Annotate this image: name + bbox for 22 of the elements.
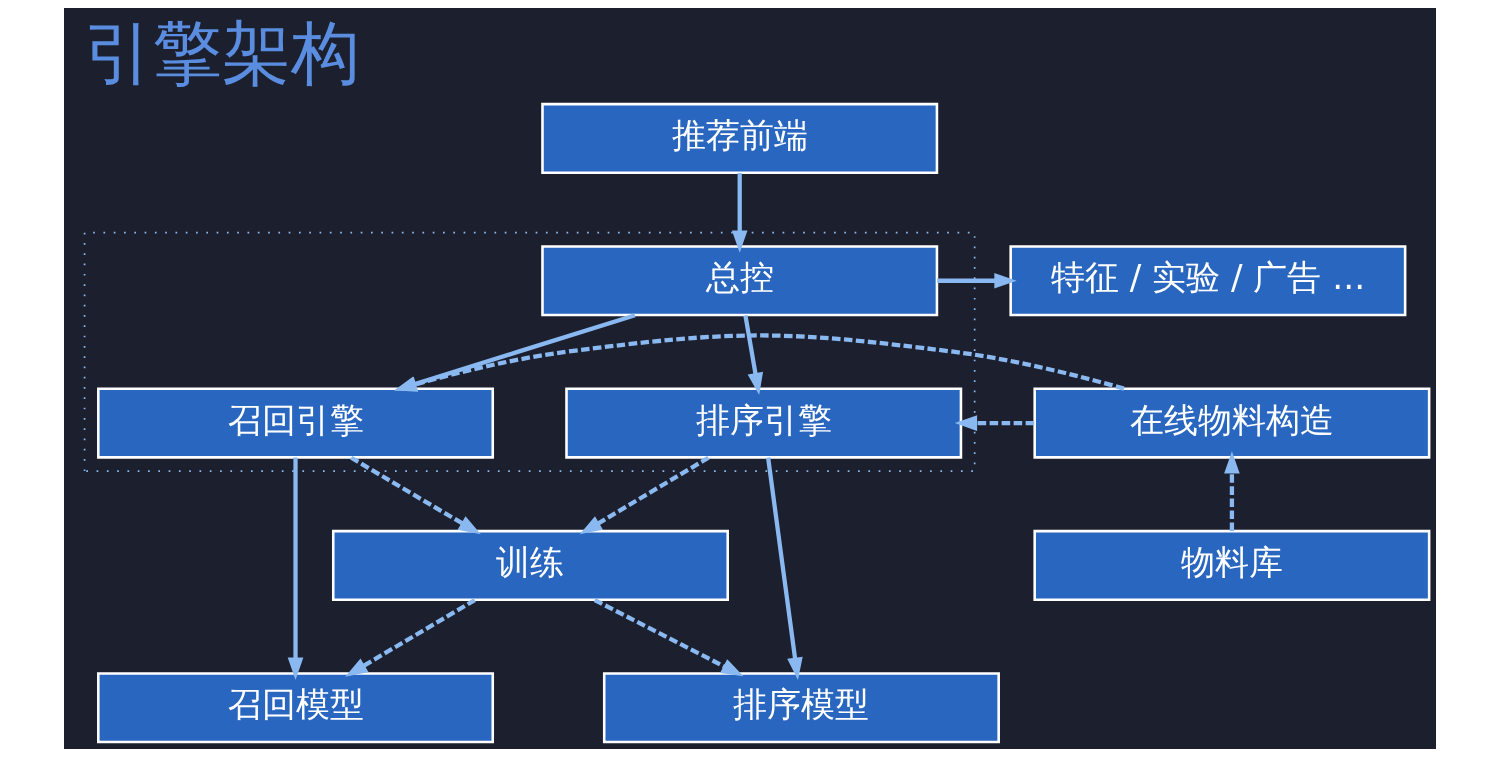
arrow — [1224, 451, 1240, 532]
arrow — [731, 173, 748, 253]
node-box: 推荐前端 — [541, 102, 939, 174]
arrow — [579, 455, 710, 535]
arrow — [345, 598, 476, 677]
node-box: 物料库 — [1033, 529, 1431, 602]
arrow — [350, 455, 481, 535]
node-box: 特征 / 实验 / 广告 ... — [1009, 245, 1407, 317]
node-box: 排序模型 — [602, 672, 1000, 744]
node-box: 训练 — [331, 529, 729, 602]
arrow — [743, 315, 764, 396]
diagram-title: 引擎架构 — [83, 12, 360, 93]
node-box: 总控 — [541, 245, 939, 317]
arrow — [766, 457, 803, 680]
node-box: 排序引擎 — [565, 387, 963, 459]
node-box: 在线物料构造 — [1033, 387, 1431, 459]
arrow — [937, 272, 1017, 289]
arrow — [593, 598, 744, 677]
arrow — [287, 457, 304, 680]
arrow — [954, 415, 1035, 431]
node-box: 召回模型 — [97, 672, 495, 744]
node-box: 召回引擎 — [97, 387, 495, 459]
